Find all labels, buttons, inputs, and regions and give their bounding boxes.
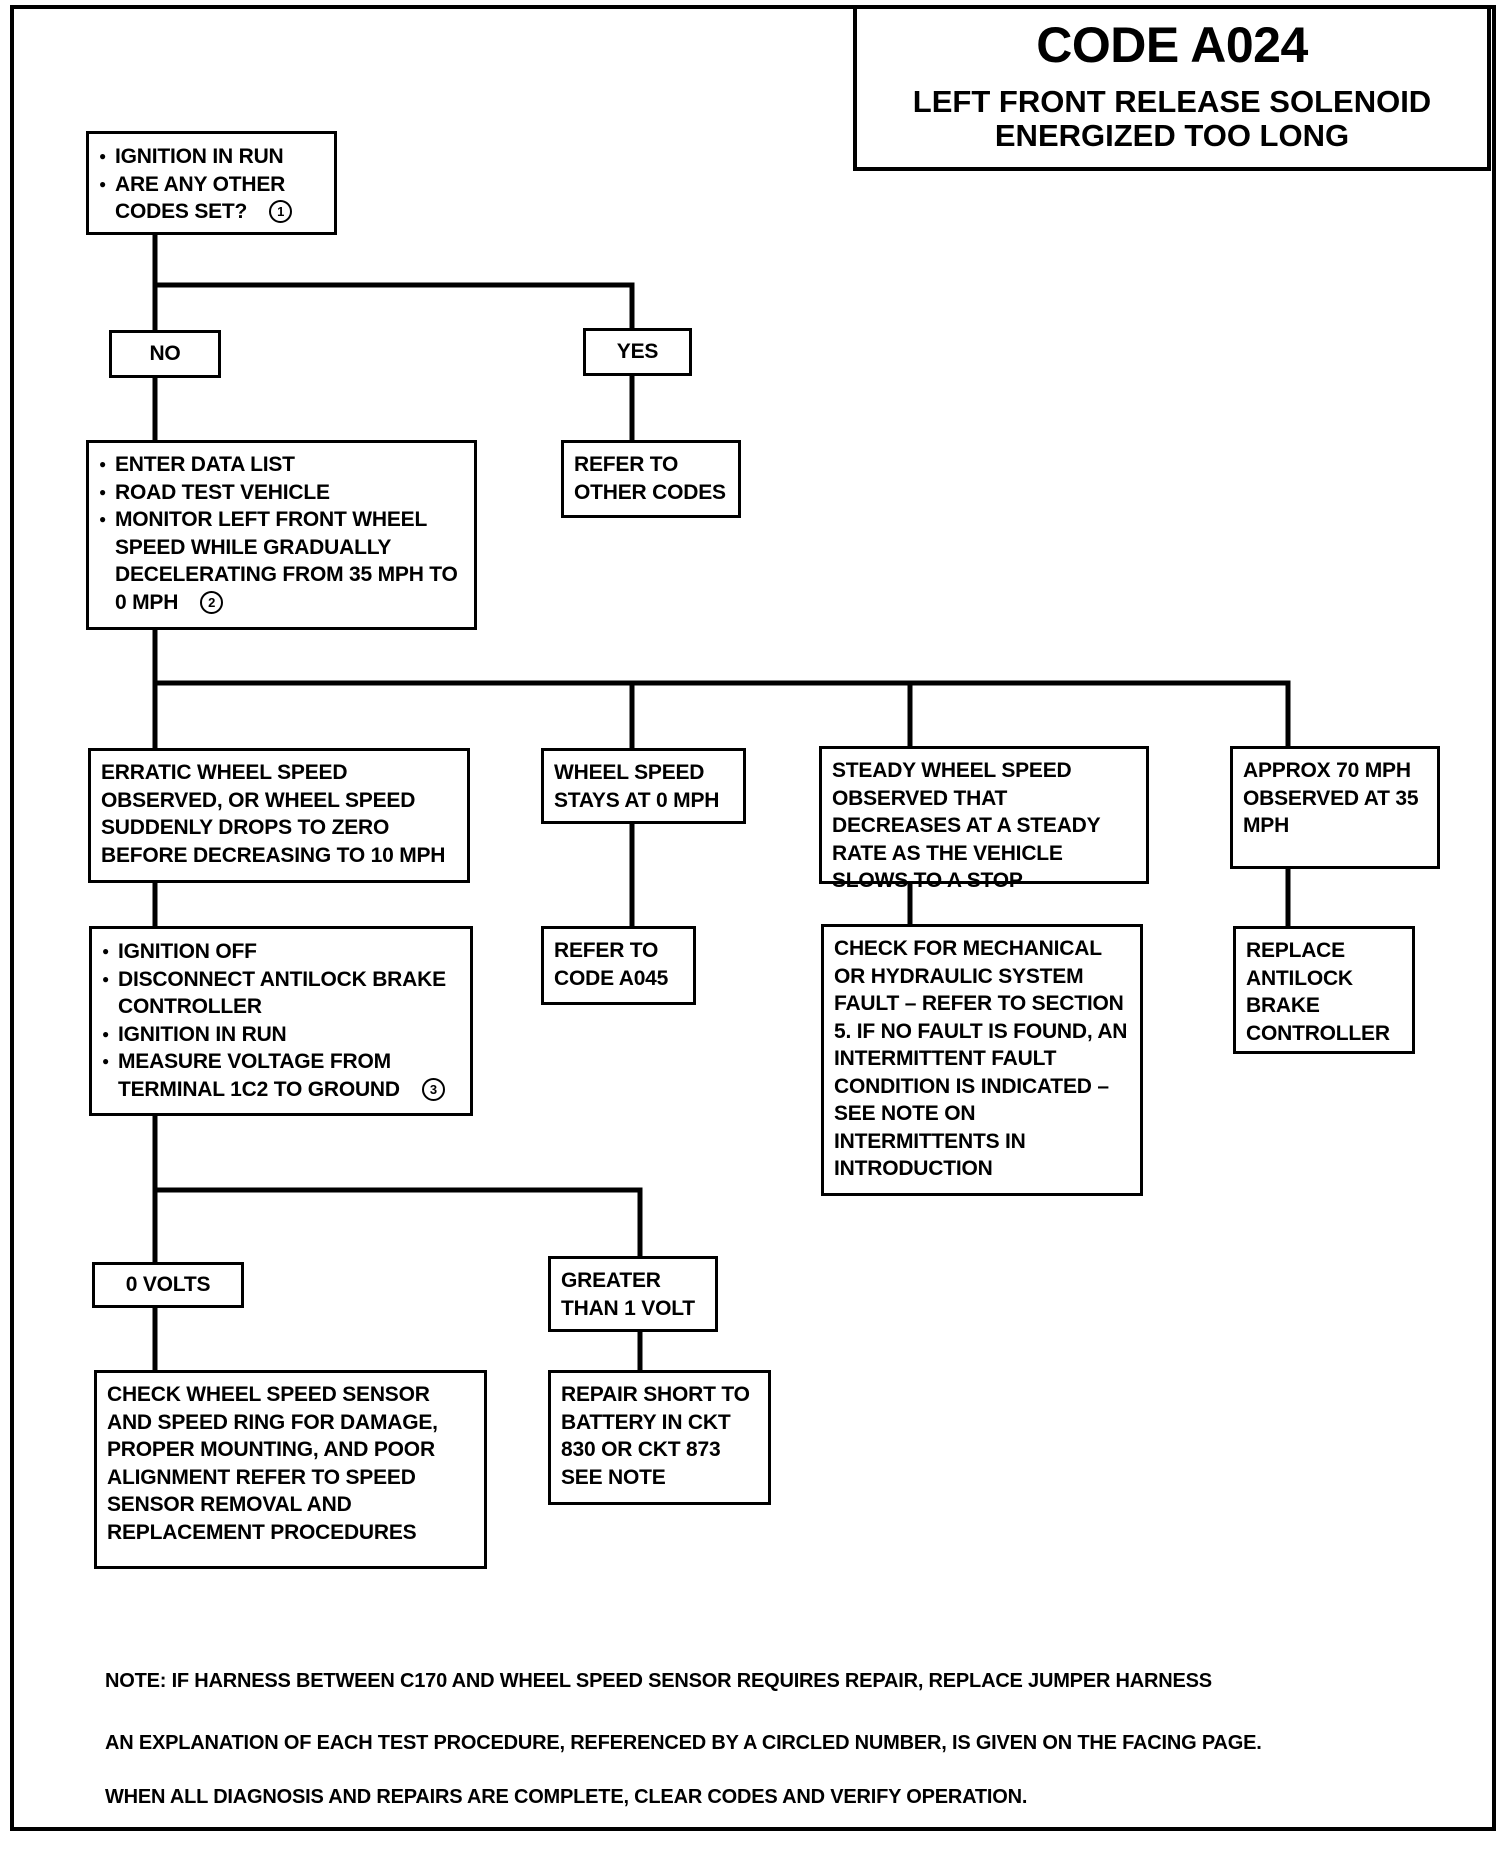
note-explanation: AN EXPLANATION OF EACH TEST PROCEDURE, R… <box>105 1732 1262 1754</box>
ignition-off-box: IGNITION OFF DISCONNECT ANTILOCK BRAKE C… <box>89 926 473 1116</box>
erratic-speed-text: ERRATIC WHEEL SPEED OBSERVED, OR WHEEL S… <box>101 761 446 867</box>
yes-box: YES <box>583 328 692 376</box>
step-3-marker: 3 <box>421 1077 445 1101</box>
no-label: NO <box>149 342 181 366</box>
greater-than-1v-box: GREATER THAN 1 VOLT <box>548 1256 718 1332</box>
steady-speed-box: STEADY WHEEL SPEED OBSERVED THAT DECREAS… <box>819 746 1149 892</box>
ignition-item-4: MEASURE VOLTAGE FROM TERMINAL 1C2 TO GRO… <box>102 1048 460 1103</box>
refer-a045-text: REFER TO CODE A045 <box>554 939 669 990</box>
step-2-marker: 2 <box>200 590 224 614</box>
start-item-2: ARE ANY OTHER CODES SET?1 <box>99 171 324 226</box>
data-list-item-3: MONITOR LEFT FRONT WHEEL SPEED WHILE GRA… <box>99 506 464 616</box>
connector-data-list-branches <box>152 627 1291 751</box>
erratic-speed-box: ERRATIC WHEEL SPEED OBSERVED, OR WHEEL S… <box>88 748 470 883</box>
title-block: CODE A024 LEFT FRONT RELEASE SOLENOID EN… <box>853 5 1491 171</box>
zero-volts-label: 0 VOLTS <box>125 1273 211 1297</box>
approx-70-text: APPROX 70 MPH OBSERVED AT 35 MPH <box>1243 759 1419 837</box>
refer-other-codes-box: REFER TO OTHER CODES <box>561 440 741 518</box>
step-1-marker: 1 <box>269 200 293 223</box>
stays-zero-box: WHEEL SPEED STAYS AT 0 MPH <box>541 748 746 824</box>
ignition-item-1: IGNITION OFF <box>102 938 460 966</box>
data-list-item-2: ROAD TEST VEHICLE <box>99 479 464 507</box>
check-mechanical-box: CHECK FOR MECHANICAL OR HYDRAULIC SYSTEM… <box>821 924 1143 1196</box>
note-harness: NOTE: IF HARNESS BETWEEN C170 AND WHEEL … <box>105 1670 1212 1692</box>
connector-voltage-branches <box>152 1113 643 1265</box>
repair-short-text: REPAIR SHORT TO BATTERY IN CKT 830 OR CK… <box>561 1383 750 1489</box>
refer-a045-box: REFER TO CODE A045 <box>541 926 696 1005</box>
ignition-item-2: DISCONNECT ANTILOCK BRAKE CONTROLLER <box>102 966 460 1021</box>
greater-than-1v-text: GREATER THAN 1 VOLT <box>561 1269 695 1320</box>
code-description-line2: ENERGIZED TOO LONG <box>994 118 1350 153</box>
refer-other-codes-text: REFER TO OTHER CODES <box>574 453 726 504</box>
code-title: CODE A024 <box>1036 17 1308 73</box>
start-box: IGNITION IN RUN ARE ANY OTHER CODES SET?… <box>86 131 337 235</box>
replace-controller-box: REPLACE ANTILOCK BRAKE CONTROLLER <box>1233 926 1415 1054</box>
start-item-1: IGNITION IN RUN <box>99 143 324 171</box>
zero-volts-box: 0 VOLTS <box>92 1262 244 1308</box>
code-description: LEFT FRONT RELEASE SOLENOID ENERGIZED TO… <box>857 85 1487 153</box>
check-sensor-box: CHECK WHEEL SPEED SENSOR AND SPEED RING … <box>94 1370 487 1569</box>
replace-controller-text: REPLACE ANTILOCK BRAKE CONTROLLER <box>1246 939 1390 1045</box>
repair-short-box: REPAIR SHORT TO BATTERY IN CKT 830 OR CK… <box>548 1370 771 1505</box>
stays-zero-text: WHEEL SPEED STAYS AT 0 MPH <box>554 761 720 812</box>
yes-label: YES <box>616 340 659 364</box>
data-list-box: ENTER DATA LIST ROAD TEST VEHICLE MONITO… <box>86 440 477 630</box>
check-mechanical-text: CHECK FOR MECHANICAL OR HYDRAULIC SYSTEM… <box>834 937 1128 1180</box>
no-box: NO <box>109 330 221 378</box>
page-frame <box>10 5 1496 1831</box>
ignition-item-3: IGNITION IN RUN <box>102 1021 460 1049</box>
connector-start-branches <box>152 230 635 343</box>
note-clear-codes: WHEN ALL DIAGNOSIS AND REPAIRS ARE COMPL… <box>105 1786 1028 1808</box>
steady-speed-text: STEADY WHEEL SPEED OBSERVED THAT DECREAS… <box>832 759 1101 892</box>
check-sensor-text: CHECK WHEEL SPEED SENSOR AND SPEED RING … <box>107 1383 438 1544</box>
approx-70-box: APPROX 70 MPH OBSERVED AT 35 MPH <box>1230 746 1440 869</box>
code-description-line1: LEFT FRONT RELEASE SOLENOID <box>912 84 1432 119</box>
data-list-item-1: ENTER DATA LIST <box>99 451 464 479</box>
